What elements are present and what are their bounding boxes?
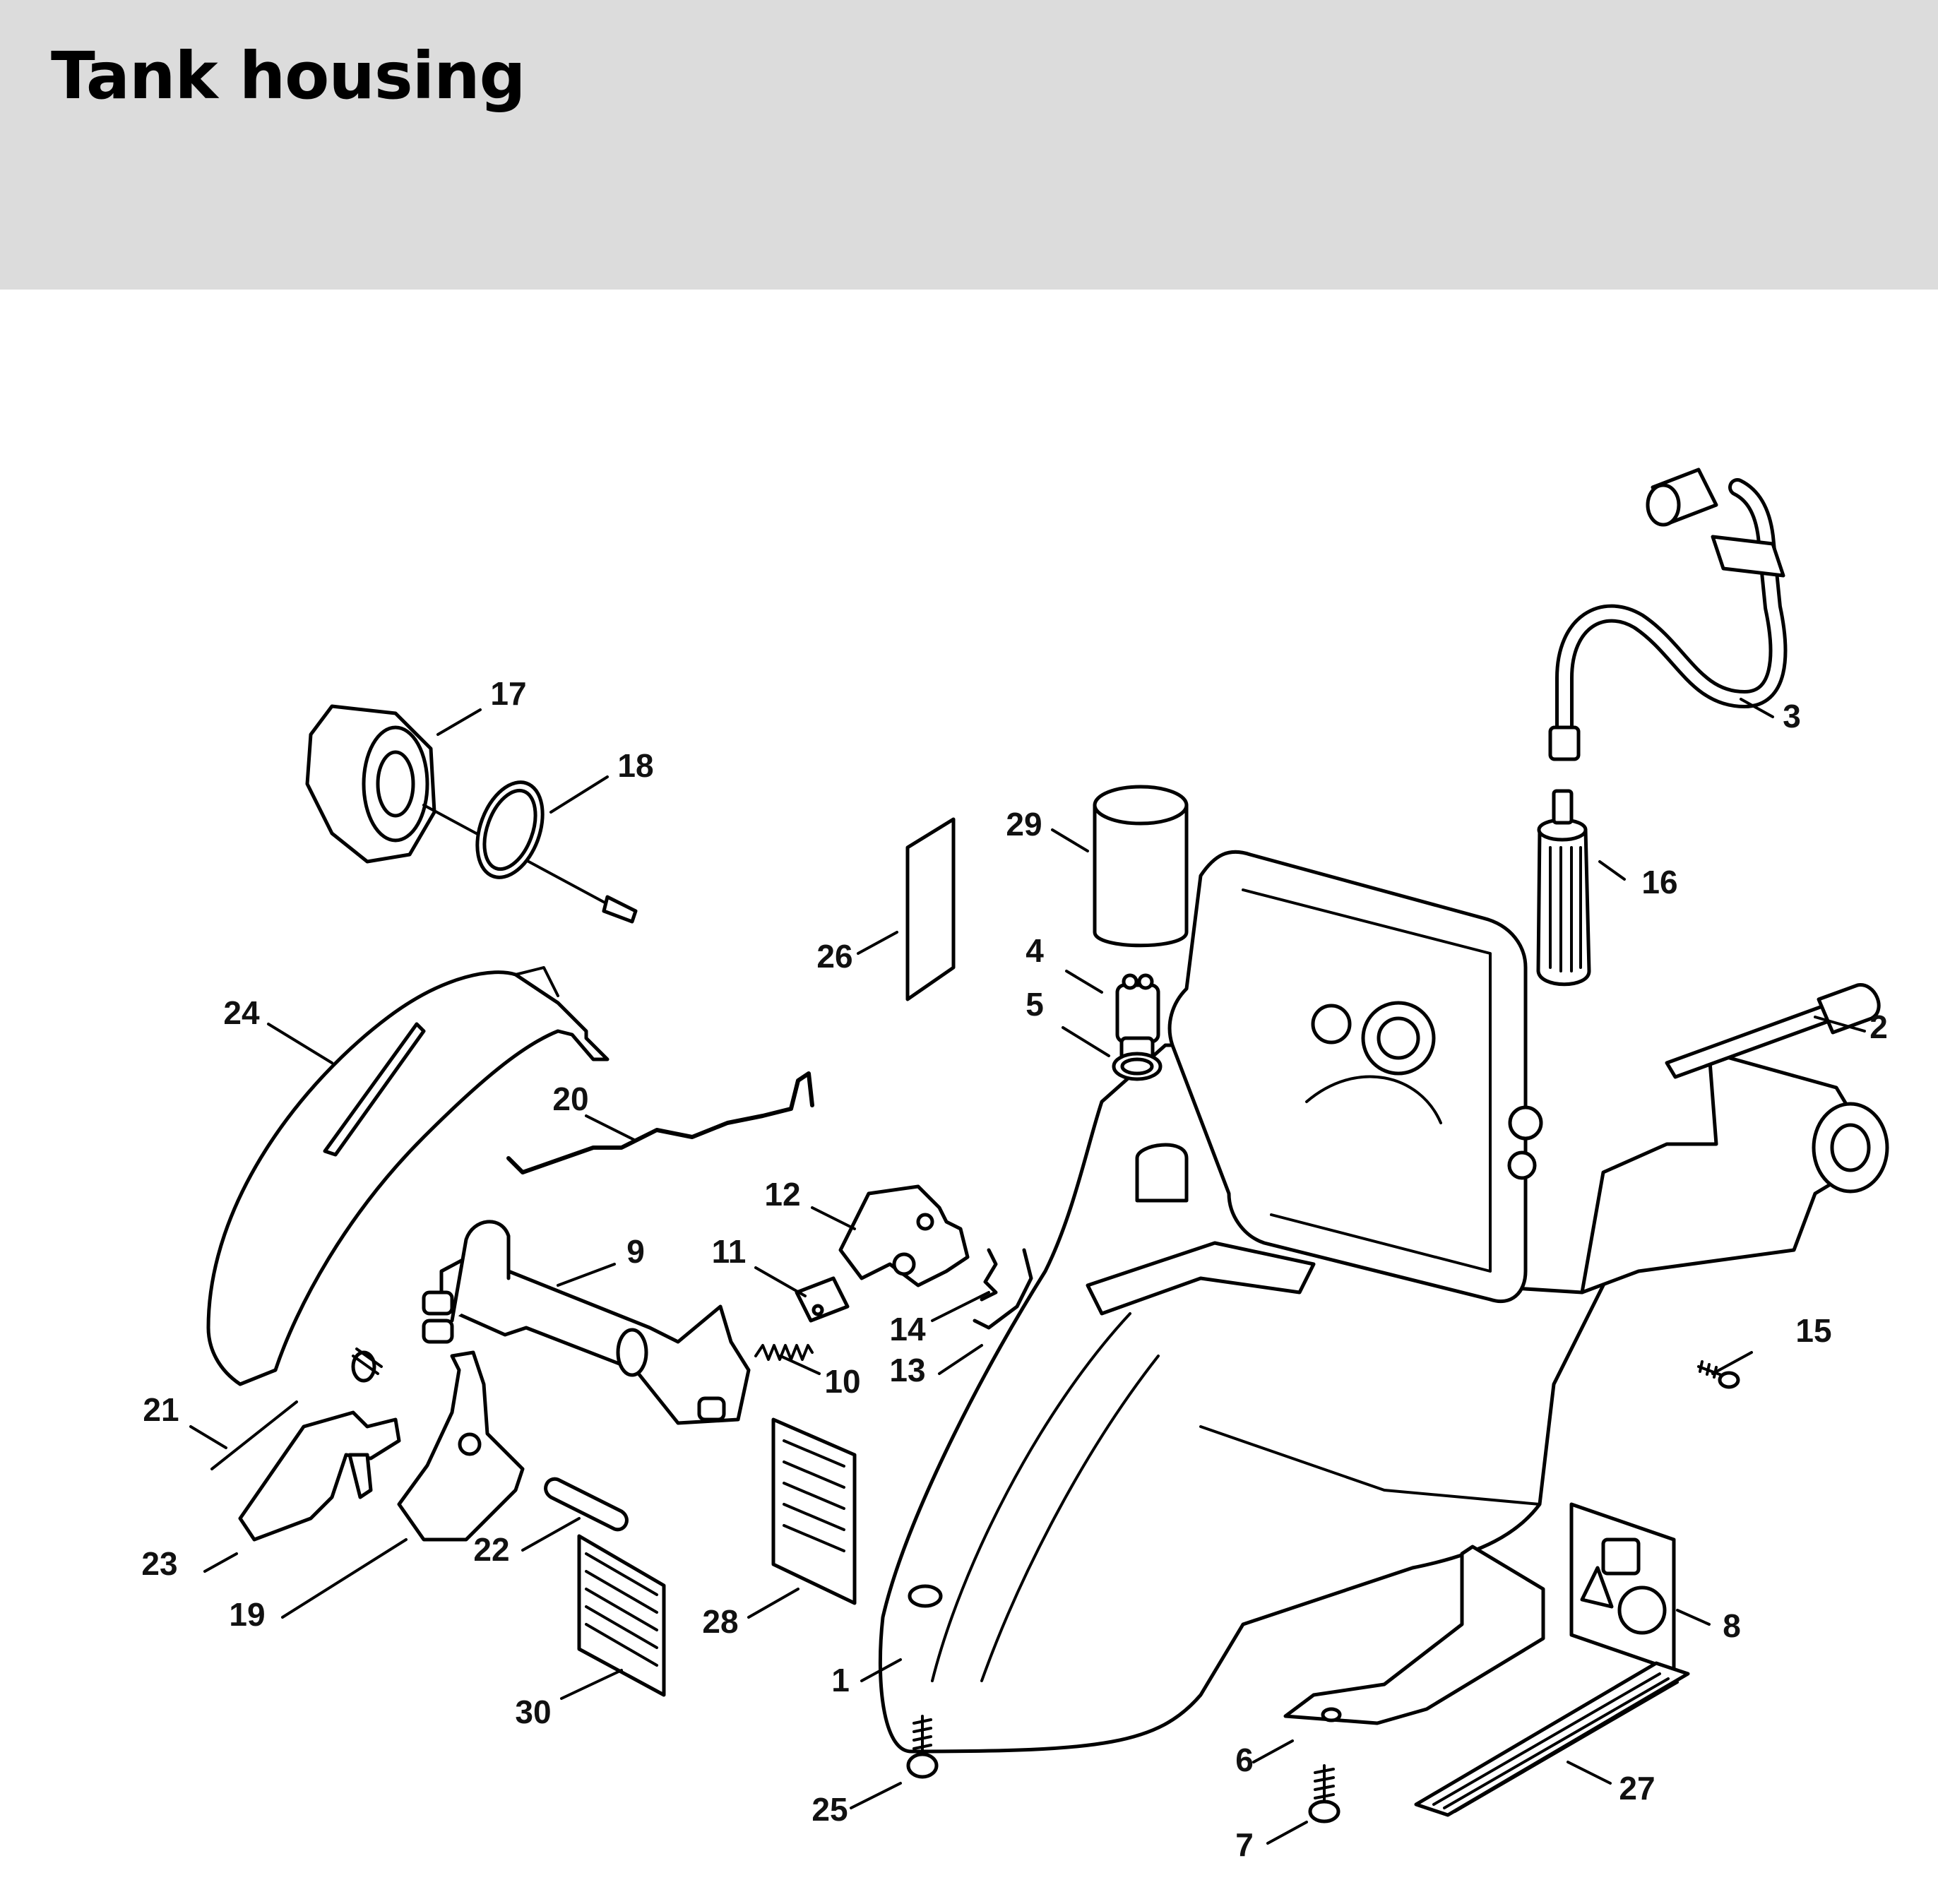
part-number-4: 4 (1026, 932, 1044, 969)
label-strip-part[interactable] (905, 817, 956, 1001)
part-number-26: 26 (816, 938, 852, 975)
handle-cover-part[interactable] (206, 966, 610, 1386)
wire-part[interactable] (973, 1248, 1033, 1330)
fuel-hose-part[interactable] (1548, 468, 1788, 761)
sleeve-part[interactable] (795, 1276, 850, 1323)
part-number-14: 14 (889, 1311, 926, 1347)
part-number-7: 7 (1235, 1826, 1254, 1863)
part-number-24: 24 (223, 994, 260, 1031)
throttle-rod-part[interactable] (422, 1220, 751, 1425)
part-number-6: 6 (1235, 1742, 1254, 1778)
part-number-29: 29 (1006, 806, 1042, 843)
part-number-12: 12 (764, 1176, 800, 1213)
interlock-lever-part[interactable] (238, 1410, 401, 1542)
page-header (0, 0, 1938, 290)
part-number-17: 17 (490, 675, 526, 712)
bracket-plate-part[interactable] (1283, 1545, 1545, 1725)
part-number-11: 11 (712, 1233, 747, 1270)
part-number-28: 28 (702, 1603, 738, 1640)
tread-plate-part[interactable] (1414, 1661, 1690, 1817)
page-title: Tank housing (51, 38, 526, 114)
part-number-21: 21 (143, 1391, 179, 1428)
part-number-3: 3 (1783, 698, 1801, 734)
filter-cylinder-part[interactable] (1093, 785, 1189, 948)
part-number-2: 2 (1869, 1008, 1888, 1045)
part-number-20: 20 (552, 1081, 588, 1117)
part-number-18: 18 (617, 747, 653, 784)
part-number-27: 27 (1619, 1770, 1655, 1807)
part-number-labels: 1 2 3 4 5 6 7 8 9 10 11 12 13 14 15 16 1… (141, 675, 1887, 1863)
part-number-19: 19 (229, 1596, 265, 1633)
seal-ring-part[interactable] (465, 773, 555, 886)
spring-part[interactable] (754, 1344, 814, 1361)
spring-bracket-part[interactable] (980, 1248, 998, 1302)
screw-small-part[interactable] (1697, 1360, 1740, 1389)
lever-housing-part[interactable] (838, 1184, 970, 1287)
pickup-part[interactable] (1115, 973, 1160, 1061)
filter-mat-part[interactable] (577, 1534, 666, 1697)
part-number-30: 30 (515, 1694, 551, 1730)
screw-bottom-part[interactable] (906, 1715, 939, 1779)
info-label-part[interactable] (771, 1417, 857, 1605)
trigger-lever-part[interactable] (397, 1350, 525, 1542)
part-number-1: 1 (831, 1662, 850, 1698)
fuel-filter-part[interactable] (1536, 789, 1591, 987)
part-number-25: 25 (812, 1791, 848, 1828)
part-number-5: 5 (1026, 986, 1044, 1023)
screw-part[interactable] (1308, 1764, 1340, 1823)
part-number-23: 23 (141, 1545, 177, 1582)
part-number-9: 9 (626, 1233, 645, 1270)
part-number-8: 8 (1723, 1607, 1741, 1644)
connecting-rod-part[interactable] (506, 1071, 814, 1174)
part-number-15: 15 (1795, 1312, 1831, 1349)
leader-lines (189, 698, 1866, 1845)
part-number-10: 10 (824, 1363, 860, 1400)
warning-label-part[interactable] (1569, 1502, 1676, 1672)
bolt-part[interactable] (1665, 983, 1881, 1079)
pin-part[interactable] (544, 1477, 629, 1532)
cap-assembly-part[interactable] (305, 704, 638, 924)
tank-housing-part[interactable] (878, 850, 1889, 1754)
part-number-13: 13 (889, 1352, 925, 1388)
o-ring-part[interactable] (1112, 1052, 1163, 1081)
part-number-16: 16 (1641, 864, 1677, 900)
part-number-22: 22 (473, 1531, 509, 1568)
spring-clip-part[interactable] (210, 1347, 383, 1470)
